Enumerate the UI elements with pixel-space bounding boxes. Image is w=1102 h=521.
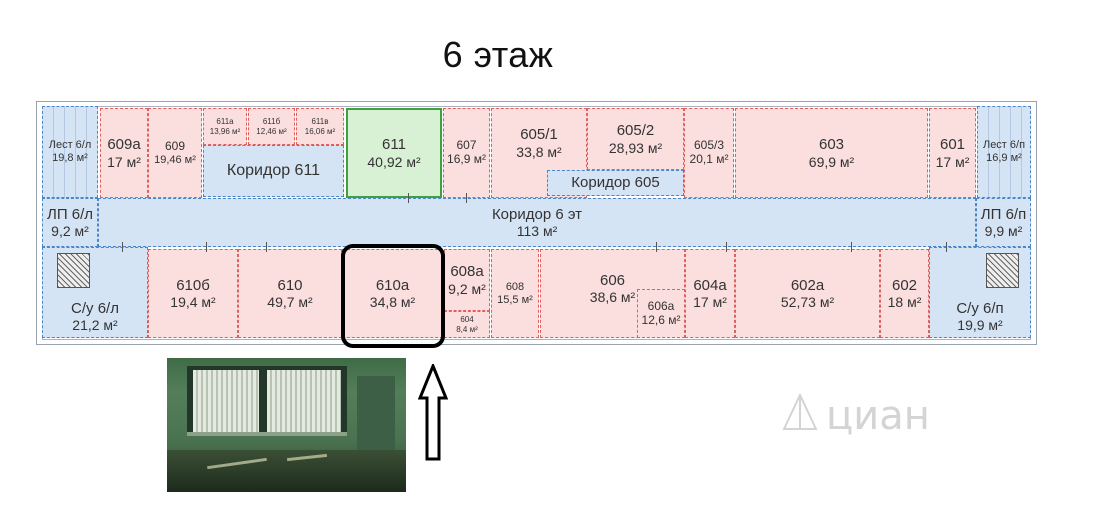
floor-title: 6 этаж xyxy=(442,34,554,75)
cian-watermark-icon: циан xyxy=(782,392,930,439)
room-610b[interactable]: 610б 19,4 м² xyxy=(148,249,238,338)
room-wc-right[interactable]: С/у 6/п 19,9 м² xyxy=(929,247,1031,338)
room-609[interactable]: 609 19,46 м² xyxy=(148,108,202,198)
up-arrow-icon xyxy=(418,364,448,461)
room-stair-right[interactable]: Лест 6/п 16,9 м² xyxy=(977,106,1031,198)
door-mark xyxy=(266,242,267,252)
room-corridor-605[interactable]: Коридор 605 xyxy=(547,170,684,196)
room-lp-left[interactable]: ЛП 6/л 9,2 м² xyxy=(42,198,98,247)
room-604a[interactable]: 604а 17 м² xyxy=(685,249,735,338)
door-mark xyxy=(656,242,657,252)
room-corridor-611[interactable]: Коридор 611 xyxy=(203,145,344,197)
room-611b[interactable]: 611б 12,46 м² xyxy=(248,108,295,145)
svg-text:циан: циан xyxy=(826,393,930,439)
room-611[interactable]: 611 40,92 м² xyxy=(346,108,442,198)
floor-plan: Коридор 6 эт 113 м² Лест 6/л 19,8 м² 609… xyxy=(36,101,1037,345)
room-photo[interactable] xyxy=(167,358,406,492)
door-mark xyxy=(408,193,409,203)
window-blinds xyxy=(193,370,259,432)
room-605-2[interactable]: 605/2 28,93 м² xyxy=(587,108,684,170)
room-603[interactable]: 603 69,9 м² xyxy=(735,108,928,198)
room-601[interactable]: 601 17 м² xyxy=(929,108,976,198)
room-604[interactable]: 604 8,4 м² xyxy=(444,311,490,338)
door-mark xyxy=(466,193,467,203)
room-floor xyxy=(167,450,406,492)
door-mark xyxy=(206,242,207,252)
door-mark xyxy=(122,242,123,252)
room-611a[interactable]: 611а 13,96 м² xyxy=(203,108,247,145)
room-stair-left[interactable]: Лест 6/л 19,8 м² xyxy=(42,106,98,198)
room-611v[interactable]: 611в 16,06 м² xyxy=(296,108,344,145)
room-602a[interactable]: 602а 52,73 м² xyxy=(735,249,880,338)
shaft-right xyxy=(986,253,1019,288)
room-corridor-6[interactable]: Коридор 6 эт 113 м² xyxy=(98,198,976,247)
door-frame xyxy=(357,376,395,454)
room-610[interactable]: 610 49,7 м² xyxy=(238,249,342,338)
room-602[interactable]: 602 18 м² xyxy=(880,249,929,338)
window-blinds xyxy=(267,370,341,432)
window-sill xyxy=(187,432,347,436)
room-608[interactable]: 608 15,5 м² xyxy=(491,249,539,338)
room-lp-right[interactable]: ЛП 6/п 9,9 м² xyxy=(976,198,1031,247)
selected-room-highlight xyxy=(341,244,445,348)
door-mark xyxy=(851,242,852,252)
door-mark xyxy=(726,242,727,252)
room-605-3[interactable]: 605/3 20,1 м² xyxy=(684,108,734,198)
room-606a[interactable]: 606а 12,6 м² xyxy=(637,289,685,338)
room-607[interactable]: 607 16,9 м² xyxy=(443,108,490,198)
room-608a[interactable]: 608а 9,2 м² xyxy=(444,249,490,311)
room-609a[interactable]: 609а 17 м² xyxy=(100,108,148,198)
shaft-left xyxy=(57,253,90,288)
door-mark xyxy=(946,242,947,252)
